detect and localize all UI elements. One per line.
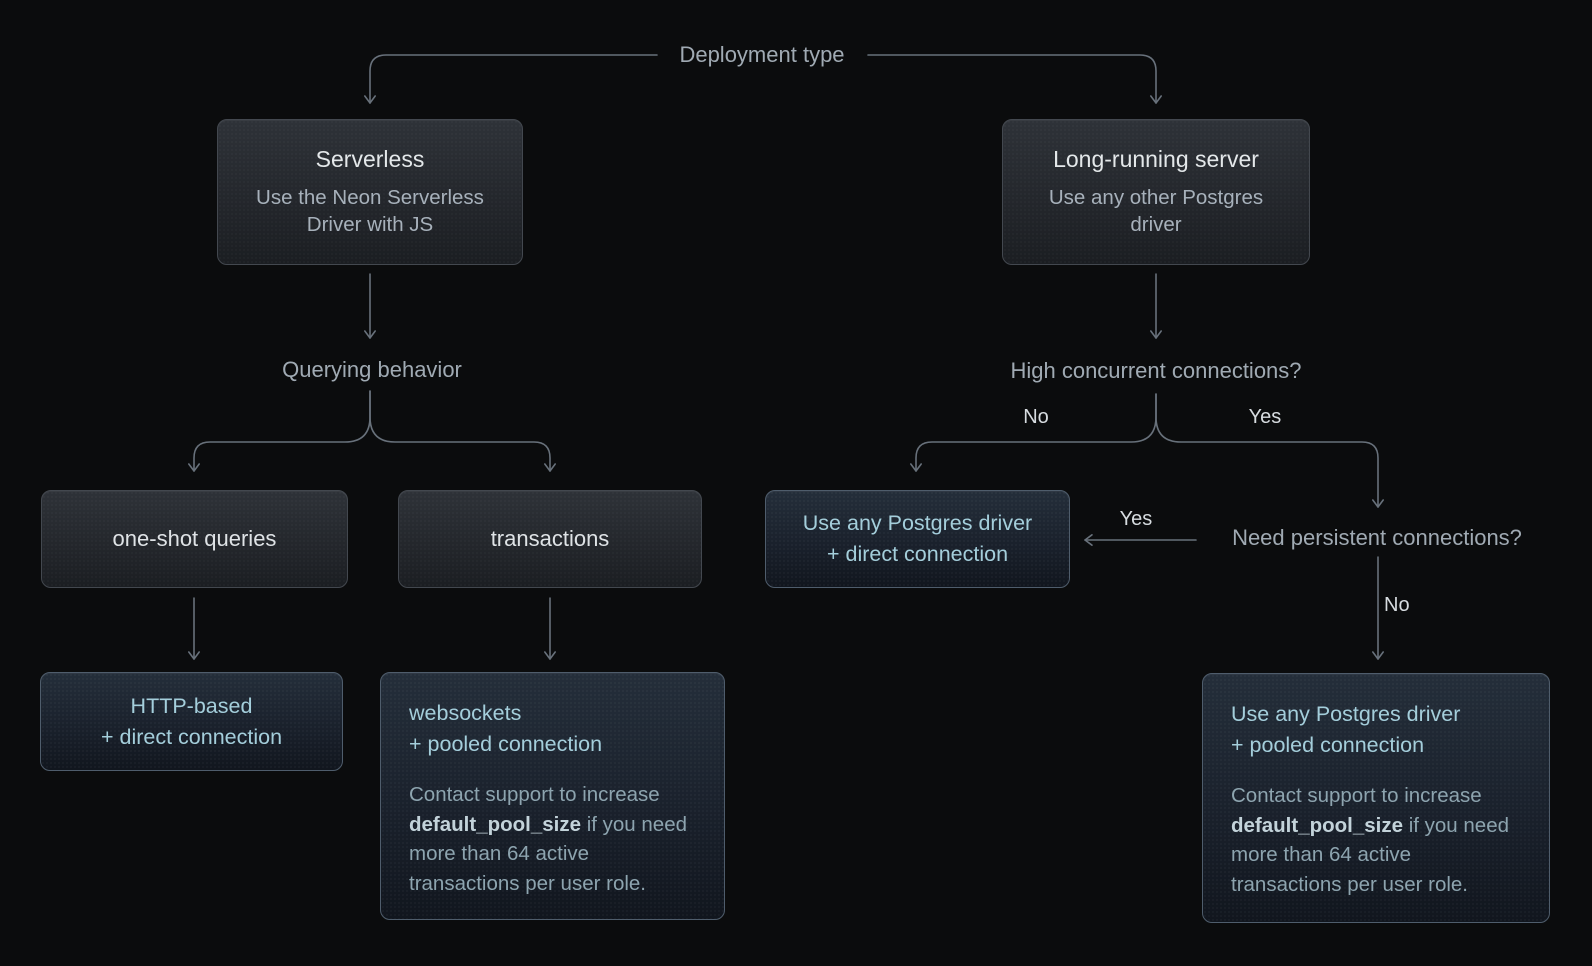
websockets-result-line2: + pooled connection bbox=[409, 731, 603, 756]
note-text: if you need more than 64 active transact… bbox=[1231, 813, 1510, 897]
connector-question-to-oneshot bbox=[188, 390, 371, 472]
pooled-connection-result-box: Use any Postgres driver + pooled connect… bbox=[1202, 673, 1550, 923]
connector-root-to-server bbox=[867, 54, 1162, 104]
querying-behavior-label: Querying behavior bbox=[282, 357, 462, 382]
connector-root-to-serverless bbox=[364, 54, 658, 104]
root-label: Deployment type bbox=[679, 42, 845, 67]
pooled-result-line2: + pooled connection bbox=[1231, 732, 1425, 757]
oneshot-queries-label: one-shot queries bbox=[112, 526, 277, 551]
note-bold-term: default_pool_size bbox=[409, 812, 582, 836]
serverless-title: Serverless bbox=[315, 145, 425, 172]
direct-result-line1: Use any Postgres driver bbox=[802, 511, 1033, 536]
direct-result-line2: + direct connection bbox=[826, 542, 1009, 566]
websockets-pooled-result-box: websockets + pooled connection Contact s… bbox=[380, 672, 725, 920]
direct-result-text: Use any Postgres driver + direct connect… bbox=[803, 508, 1032, 569]
note-text: if you need more than 64 active transact… bbox=[409, 812, 688, 896]
transactions-label: transactions bbox=[490, 526, 610, 551]
serverless-subtitle: Use the Neon Serverless Driver with JS bbox=[256, 185, 484, 236]
pooled-note: Contact support to increase default_pool… bbox=[1231, 781, 1521, 900]
long-running-server-subtitle: Use any other Postgres driver bbox=[1048, 185, 1264, 236]
note-text: Contact support to increase bbox=[1231, 784, 1482, 808]
long-running-server-title: Long-running server bbox=[1053, 145, 1259, 172]
pooled-result-line1: Use any Postgres driver bbox=[1231, 702, 1461, 726]
http-direct-result-box: HTTP-based + direct connection bbox=[40, 672, 343, 771]
websockets-result-line1: websockets bbox=[409, 701, 522, 725]
websockets-result-text: websockets + pooled connection bbox=[409, 698, 602, 759]
persistent-yes-label: Yes bbox=[1119, 508, 1153, 530]
websockets-pool-note: Contact support to increase default_pool… bbox=[409, 780, 696, 899]
connector-question-yes-to-persistent bbox=[1155, 393, 1384, 508]
http-result-line1: HTTP-based bbox=[130, 693, 253, 718]
need-persistent-label: Need persistent connections? bbox=[1232, 525, 1522, 550]
connector-question-no-to-direct bbox=[910, 393, 1157, 472]
branch-no-label: No bbox=[1023, 406, 1049, 428]
high-concurrent-label: High concurrent connections? bbox=[1010, 358, 1302, 383]
long-running-server-box: Long-running server Use any other Postgr… bbox=[1002, 119, 1310, 265]
direct-connection-result-box: Use any Postgres driver + direct connect… bbox=[765, 490, 1070, 588]
note-bold-term: default_pool_size bbox=[1231, 813, 1404, 837]
note-text: Contact support to increase bbox=[409, 783, 660, 807]
http-result-line2: + direct connection bbox=[100, 724, 283, 749]
persistent-no-label: No bbox=[1384, 594, 1410, 616]
transactions-box: transactions bbox=[398, 490, 702, 588]
http-direct-result-text: HTTP-based + direct connection bbox=[101, 691, 282, 752]
oneshot-queries-box: one-shot queries bbox=[41, 490, 348, 588]
pooled-result-text: Use any Postgres driver + pooled connect… bbox=[1231, 699, 1460, 760]
branch-yes-label: Yes bbox=[1248, 406, 1282, 428]
connector-question-to-transactions bbox=[369, 390, 556, 472]
serverless-box: Serverless Use the Neon Serverless Drive… bbox=[217, 119, 523, 265]
